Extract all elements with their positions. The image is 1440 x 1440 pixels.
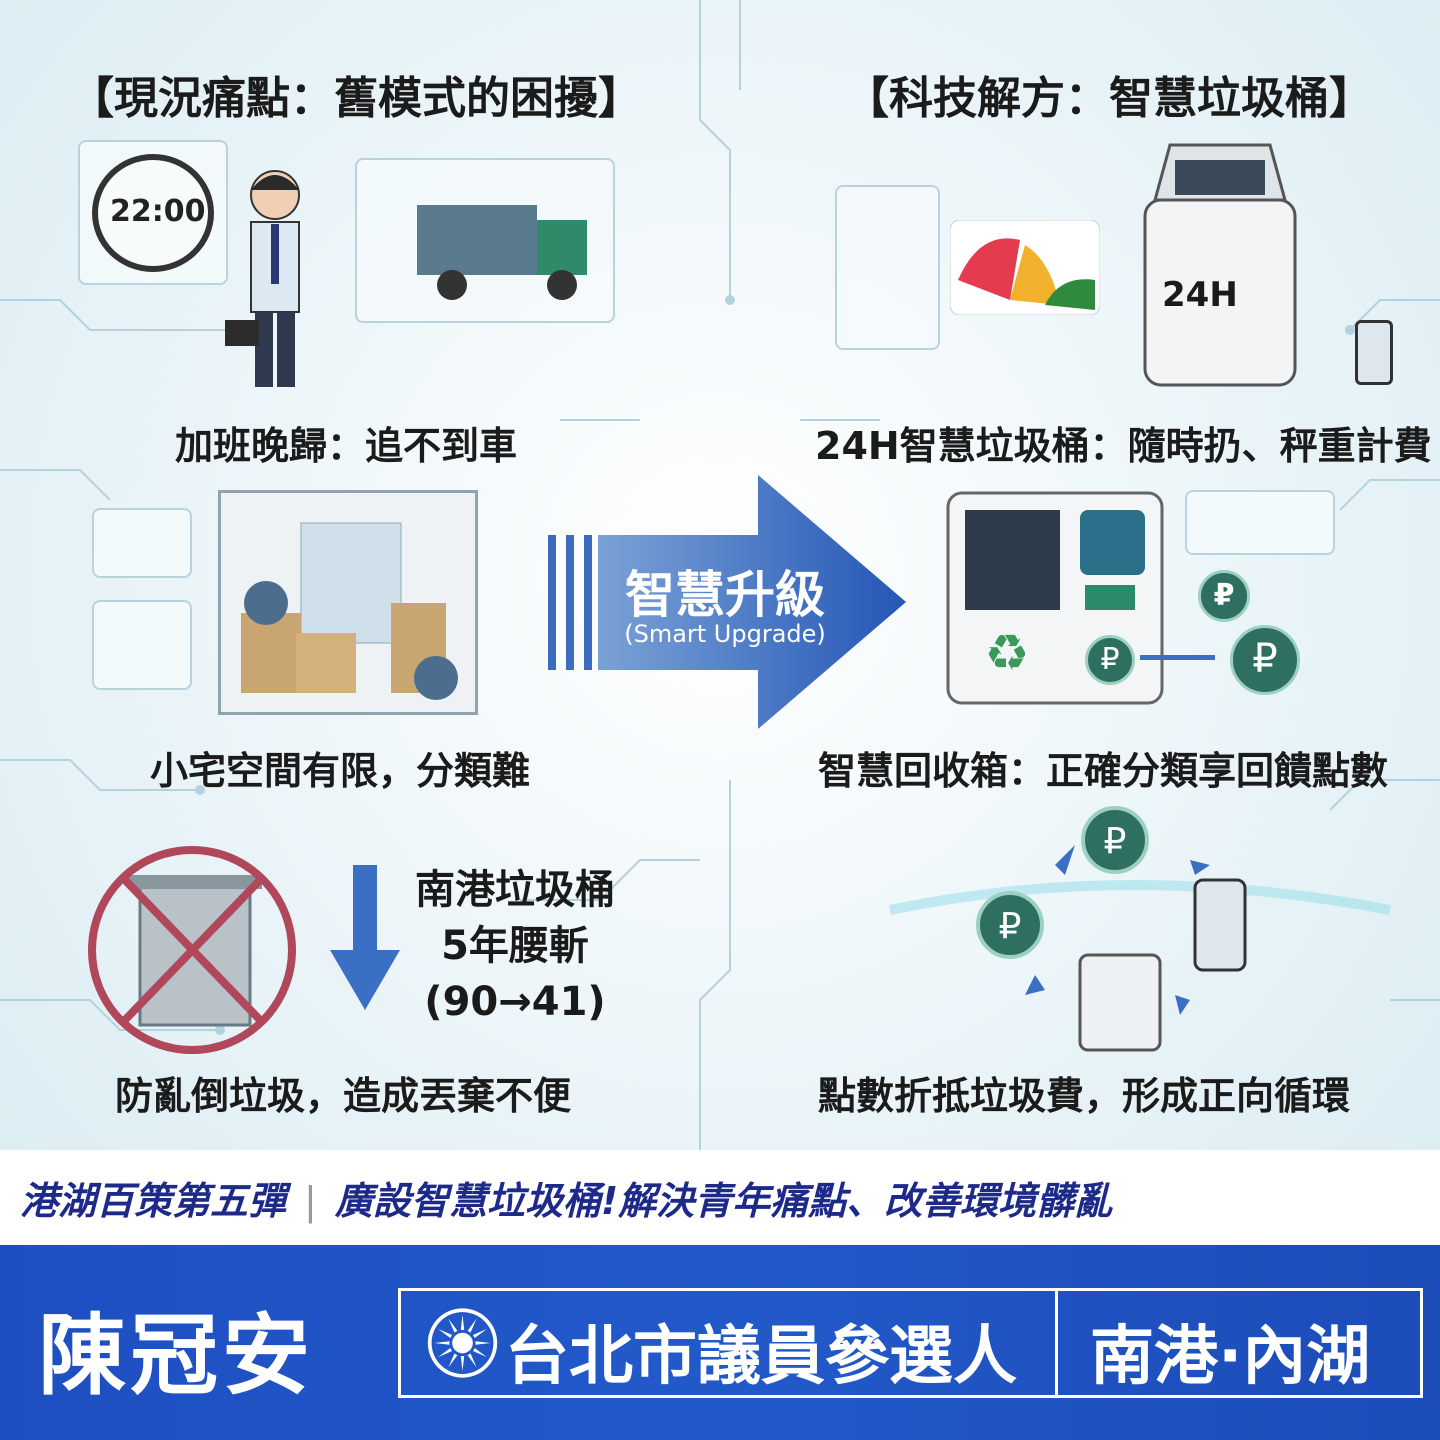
sun-ray (472, 1348, 487, 1358)
role-box-divider (1055, 1288, 1058, 1398)
candidate-name: 陳冠安 (38, 1304, 315, 1407)
stat-line: (90→41) (424, 979, 606, 1025)
sun-ray (475, 1341, 491, 1345)
sun-ray (434, 1341, 450, 1345)
party-sun-emblem-icon (427, 1308, 498, 1378)
upgrade-sublabel: (Smart Upgrade) (624, 620, 826, 648)
chart-card (92, 508, 192, 578)
arrow-right-icon (1140, 655, 1215, 660)
info-card (1185, 490, 1335, 555)
sun-ray (460, 1314, 465, 1330)
slogan-stripe (0, 1150, 1440, 1245)
recycling-kiosk-illustration: ♻ (946, 491, 1164, 705)
svg-text:₽: ₽ (999, 906, 1022, 947)
svg-text:₽: ₽ (1104, 821, 1127, 862)
sun-ray (438, 1348, 453, 1358)
sun-ray (448, 1353, 458, 1368)
sun-ray (467, 1353, 477, 1368)
clock-illustration: 22:00 (78, 140, 228, 285)
svg-text:♻: ♻ (985, 624, 1030, 682)
sun-ray (472, 1328, 487, 1338)
stat-line: 南港垃圾桶 (415, 867, 615, 913)
clock-time: 22:00 (110, 194, 206, 229)
point-coin-icon: ₽ (1085, 635, 1135, 685)
receipt-card (835, 185, 940, 350)
sun-ray (467, 1318, 477, 1333)
sun-ray (448, 1318, 458, 1333)
headline: 廣設智慧垃圾桶!解決青年痛點、改善環境髒亂 (334, 1179, 1113, 1223)
slogan: 港湖百策第五彈 | 廣設智慧垃圾桶!解決青年痛點、改善環境髒亂 (20, 1170, 1112, 1225)
point-coin-icon: ₽ (1230, 625, 1300, 695)
bin-label: 24H (1162, 275, 1238, 315)
stat-text: 南港垃圾桶 5年腰斬 (90→41) (405, 862, 625, 1030)
easycard-icon (950, 220, 1100, 315)
sun-ray (438, 1328, 453, 1338)
left-caption-1: 加班晚歸：追不到車 (175, 424, 518, 468)
circuit-pattern (0, 0, 1440, 1150)
smart-bin-illustration (1143, 143, 1297, 387)
data-card (92, 600, 192, 690)
tired-worker-illustration (225, 170, 300, 387)
right-heading: 【科技解方：智慧垃圾桶】 (845, 73, 1373, 124)
sun-ray (460, 1356, 465, 1372)
left-caption-3: 防亂倒垃圾，造成丟棄不便 (115, 1074, 572, 1118)
candidate-banner (0, 1245, 1440, 1440)
phone-icon (1355, 320, 1393, 385)
crowded-room-illustration (218, 490, 478, 715)
points-cycle-illustration: ₽ ₽ (888, 806, 1391, 1052)
role-label: 台北市議員參選人 (505, 1320, 1017, 1394)
left-caption-2: 小宅空間有限，分類難 (150, 749, 531, 793)
series-label: 港湖百策第五彈 (20, 1179, 287, 1223)
right-caption-3: 點數折抵垃圾費，形成正向循環 (818, 1074, 1351, 1118)
upgrade-label: 智慧升級 (625, 566, 825, 624)
left-heading: 【現況痛點：舊模式的困擾】 (70, 73, 642, 124)
down-arrow-icon (330, 865, 400, 1010)
garbage-truck-illustration (355, 158, 615, 323)
district-label: 南港·內湖 (1090, 1320, 1371, 1394)
right-caption-1: 24H智慧垃圾桶：隨時扔、秤重計費 (815, 424, 1432, 468)
no-trash-can-icon (88, 846, 296, 1054)
divider: | (304, 1179, 317, 1223)
role-box (398, 1288, 1423, 1398)
point-coin-icon: ₽ (1198, 570, 1250, 622)
smart-upgrade-arrow (548, 475, 906, 729)
stat-line: 5年腰斬 (441, 923, 589, 969)
right-caption-2: 智慧回收箱：正確分類享回饋點數 (818, 749, 1389, 793)
